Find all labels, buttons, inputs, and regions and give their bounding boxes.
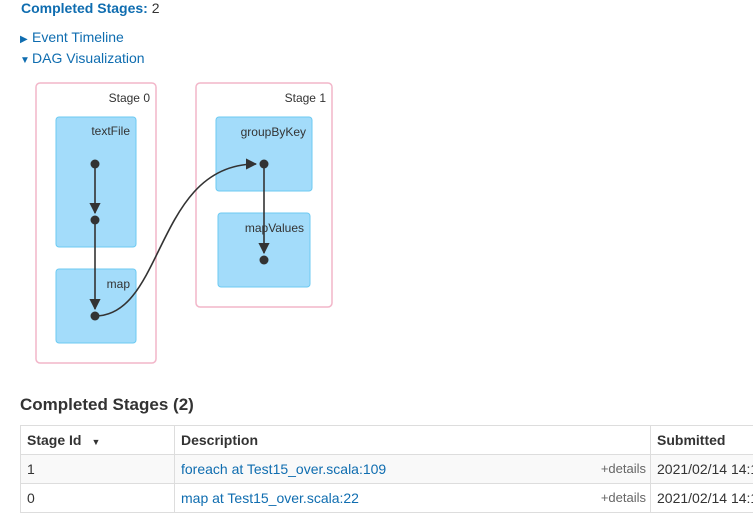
completed-stages-heading: Completed Stages (2) (20, 395, 194, 415)
completed-stages-table: Stage Id ▼ Description Submitted 1 foreac… (20, 425, 753, 513)
table-header-row: Stage Id ▼ Description Submitted (21, 426, 753, 455)
col-stage-id-label: Stage Id (27, 432, 81, 448)
col-submitted-label: Submitted (657, 432, 725, 448)
dag-node (91, 216, 100, 225)
caret-right-icon: ▶ (20, 32, 32, 48)
dag-node (91, 160, 100, 169)
dag-visualization-label: DAG Visualization (32, 50, 145, 66)
summary-value: 2 (152, 0, 160, 16)
op-textfile: textFile (56, 117, 136, 247)
completed-stages-summary: Completed Stages: 2 (21, 0, 160, 16)
description-link[interactable]: map at Test15_over.scala:22 (181, 490, 359, 506)
op-groupbykey-label: groupByKey (241, 125, 306, 139)
dag-visualization-toggle[interactable]: ▼DAG Visualization (20, 50, 145, 69)
event-timeline-label: Event Timeline (32, 29, 124, 45)
submitted-cell: 2021/02/14 14:1 (651, 484, 753, 513)
stage-id-cell: 1 (21, 455, 175, 484)
col-submitted[interactable]: Submitted (651, 426, 753, 455)
submitted-cell: 2021/02/14 14:1 (651, 455, 753, 484)
op-map: map (56, 269, 136, 343)
details-toggle[interactable]: +details (601, 490, 646, 505)
description-cell: map at Test15_over.scala:22 +details (175, 484, 651, 513)
description-link[interactable]: foreach at Test15_over.scala:109 (181, 461, 386, 477)
sort-desc-icon: ▼ (91, 437, 100, 447)
op-mapvalues-label: mapValues (245, 221, 304, 235)
op-map-label: map (107, 277, 131, 291)
caret-down-icon: ▼ (20, 53, 32, 69)
stage-id-cell: 0 (21, 484, 175, 513)
col-stage-id[interactable]: Stage Id ▼ (21, 426, 175, 455)
dag-visualization: Stage 0 textFile map Stage 1 groupByKey … (0, 70, 360, 370)
table-row: 1 foreach at Test15_over.scala:109 +deta… (21, 455, 753, 484)
dag-node (91, 312, 100, 321)
dag-node (260, 256, 269, 265)
description-cell: foreach at Test15_over.scala:109 +detail… (175, 455, 651, 484)
table-row: 0 map at Test15_over.scala:22 +details 2… (21, 484, 753, 513)
event-timeline-toggle[interactable]: ▶Event Timeline (20, 29, 124, 48)
op-textfile-label: textFile (91, 124, 130, 138)
stage-1-label: Stage 1 (285, 91, 327, 105)
summary-label: Completed Stages: (21, 0, 148, 16)
col-description-label: Description (181, 432, 258, 448)
details-toggle[interactable]: +details (601, 461, 646, 476)
dag-node (260, 160, 269, 169)
col-description[interactable]: Description (175, 426, 651, 455)
stage-0-label: Stage 0 (109, 91, 151, 105)
